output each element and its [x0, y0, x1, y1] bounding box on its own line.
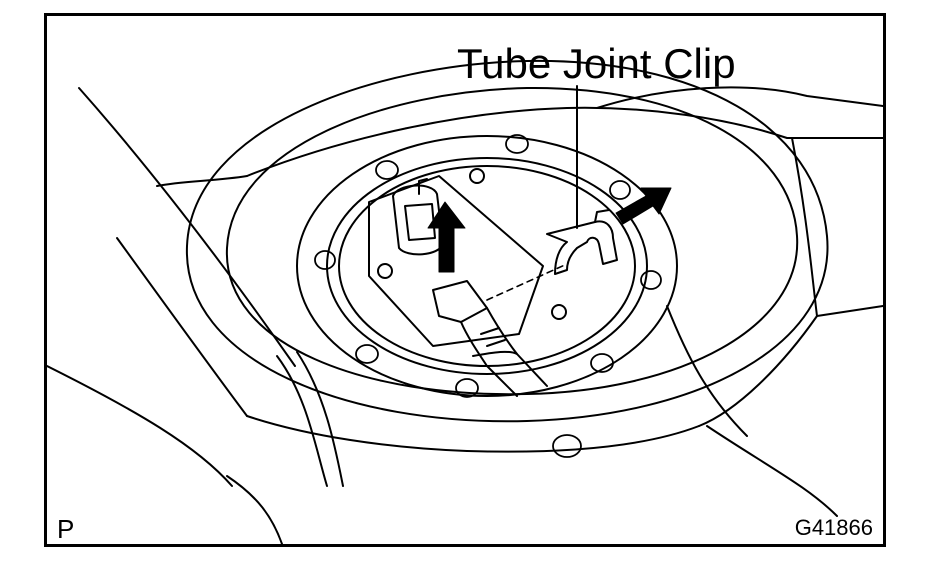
- tube-joint-clip-label: Tube Joint Clip: [457, 40, 736, 87]
- page-letter-label: P: [57, 514, 75, 544]
- fuel-pump-illustration: [47, 59, 883, 544]
- tube-joint-clip: [546, 209, 618, 275]
- figure-id-label: G41866: [794, 515, 873, 540]
- pump-bracket: [368, 168, 567, 347]
- body-panel-lines: [47, 86, 883, 544]
- diagram-frame: Tube Joint Clip P G41866: [44, 13, 886, 547]
- connector-up-arrow: [427, 201, 466, 273]
- clip-out-arrow: [615, 187, 672, 225]
- retainer-flange: [296, 135, 678, 397]
- flange-bolts: [314, 134, 662, 458]
- fuel-tube: [432, 263, 568, 397]
- lift-arrows: [427, 187, 672, 273]
- tank-recess: [185, 59, 829, 423]
